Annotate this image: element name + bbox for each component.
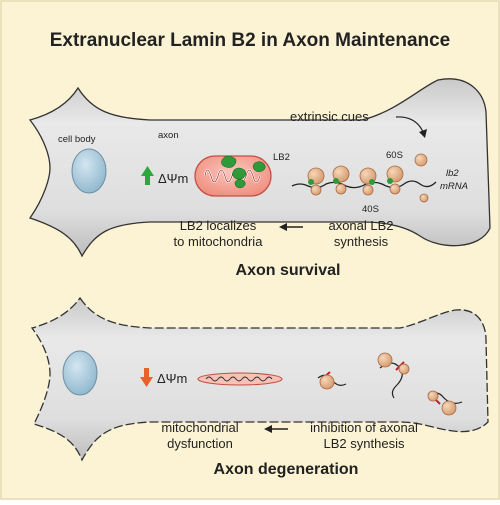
ribosomes-bottom	[319, 352, 457, 416]
label-60s: 60S	[386, 150, 403, 161]
label-extrinsic-cues: extrinsic cues	[290, 109, 369, 124]
curved-arrow-head	[419, 129, 427, 138]
up-arrow-icon	[141, 166, 154, 185]
top-right-text-1: axonal LB2	[328, 218, 393, 233]
top-right-text-2: synthesis	[334, 234, 389, 249]
bottom-nucleus	[62, 350, 98, 396]
bottom-delta-psi-label: ΔΨm	[157, 371, 187, 386]
label-lb2: LB2	[273, 152, 290, 163]
label-lb2-mrna-2: mRNA	[440, 181, 468, 192]
top-left-text-1: LB2 localizes	[180, 218, 257, 233]
dysfunctional-mitochondrion	[197, 372, 283, 386]
label-axon: axon	[158, 130, 179, 141]
lb2-protein-blobs	[221, 155, 266, 189]
nascent-lb2-peptides	[308, 178, 393, 185]
left-arrow-icon-bottom	[264, 425, 288, 433]
label-cell-body: cell body	[58, 134, 96, 145]
bottom-left-text-1: mitochondrial	[161, 420, 238, 435]
top-delta-psi-label: ΔΨm	[158, 171, 188, 186]
caption-axon-survival: Axon survival	[236, 262, 341, 279]
label-40s: 40S	[362, 204, 379, 215]
label-lb2-mrna-1: lb2	[446, 168, 459, 179]
down-arrow-icon	[140, 368, 153, 387]
bottom-right-text-2: LB2 synthesis	[324, 436, 405, 451]
top-nucleus	[71, 148, 107, 194]
left-arrow-icon	[279, 223, 303, 231]
bottom-left-text-2: dysfunction	[167, 436, 233, 451]
figure-title: Extranuclear Lamin B2 in Axon Maintenanc…	[50, 30, 451, 51]
top-left-text-2: to mitochondria	[174, 234, 264, 249]
caption-axon-degeneration: Axon degeneration	[214, 461, 359, 478]
bottom-right-text-1: inhibition of axonal	[310, 420, 418, 435]
ribosomes-top	[307, 153, 429, 203]
